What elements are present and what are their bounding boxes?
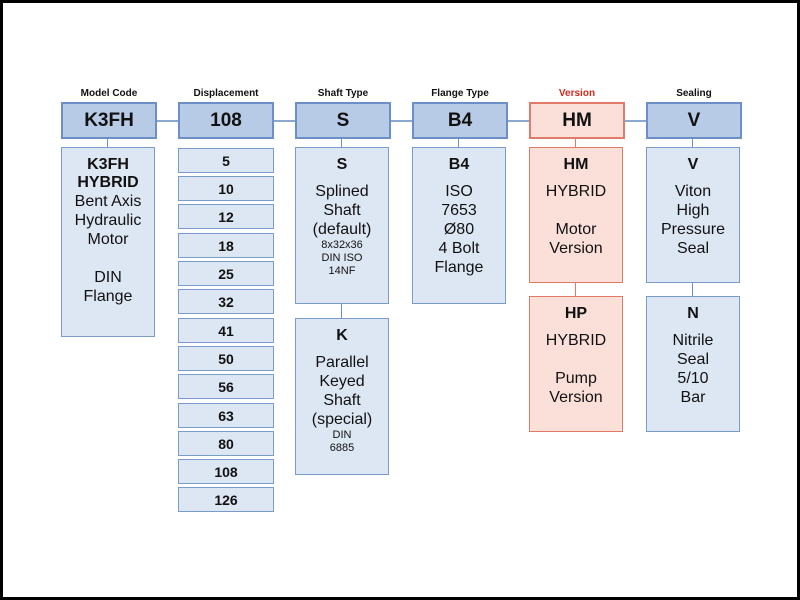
desc-box-splined-shaft: S Splined Shaft (default) 8x32x36 DIN IS… [295,147,389,304]
desc-box-keyed-shaft: K Parallel Keyed Shaft (special) DIN 688… [295,318,389,475]
desc-code: N [687,305,699,322]
column-label-displacement: Displacement [193,88,259,99]
desc-text: HYBRID Pump Version [545,332,607,406]
desc-text: Bent Axis Hydraulic Motor DIN Flange [74,193,142,305]
displacement-item: 80 [178,431,274,456]
displacement-item: 108 [178,459,274,484]
desc-box-motor-version: HM HYBRID Motor Version [529,147,623,283]
connector-vertical [341,137,342,147]
desc-code: V [687,156,699,173]
displacement-item: 25 [178,261,274,286]
connector-vertical [575,283,576,296]
displacement-item: 32 [178,289,274,314]
code-box-displacement: 108 [178,102,274,139]
code-box-flange-type: B4 [412,102,508,139]
desc-text: Viton High Pressure Seal [660,183,726,257]
displacement-item: 12 [178,204,274,229]
desc-code: K3FH [87,156,129,173]
desc-text: Nitrile Seal 5/10 Bar [672,332,714,406]
code-box-sealing: V [646,102,742,139]
displacement-item: 41 [178,318,274,343]
desc-box-viton-seal: V Viton High Pressure Seal [646,147,740,283]
column-label-model-code: Model Code [80,88,138,99]
desc-box-k3fh: K3FH HYBRID Bent Axis Hydraulic Motor DI… [61,147,155,337]
desc-code: K [336,327,348,344]
code-connector-line [150,120,650,122]
connector-vertical [692,137,693,147]
connector-vertical [107,137,108,147]
desc-code: B4 [448,156,470,173]
desc-text: HYBRID Motor Version [545,183,607,257]
desc-small-text: 8x32x36 DIN ISO 14NF [321,239,363,277]
code-box-shaft-type: S [295,102,391,139]
connector-vertical [458,137,459,147]
desc-code: S [336,156,348,173]
displacement-item: 18 [178,233,274,258]
displacement-item: 10 [178,176,274,201]
column-label-shaft-type: Shaft Type [317,88,369,99]
desc-box-nitrile-seal: N Nitrile Seal 5/10 Bar [646,296,740,432]
displacement-item: 50 [178,346,274,371]
desc-text: ISO 7653 Ø80 4 Bolt Flange [434,183,484,276]
displacement-item: 5 [178,148,274,173]
code-box-model-code: K3FH [61,102,157,139]
desc-code: HP [564,305,588,322]
desc-text: Splined Shaft (default) [312,183,372,238]
displacement-item: 126 [178,487,274,512]
connector-vertical [575,137,576,147]
connector-vertical [692,283,693,296]
column-label-sealing: Sealing [676,88,712,99]
desc-small-text: DIN 6885 [329,429,355,454]
desc-bold-line: HYBRID [77,174,139,191]
desc-code: HM [563,156,589,173]
connector-vertical [341,304,342,318]
desc-box-b4-flange: B4 ISO 7653 Ø80 4 Bolt Flange [412,147,506,304]
column-label-flange-type: Flange Type [431,88,489,99]
desc-box-pump-version: HP HYBRID Pump Version [529,296,623,432]
displacement-item: 63 [178,403,274,428]
desc-text: Parallel Keyed Shaft (special) [311,354,373,428]
code-box-version: HM [529,102,625,139]
column-label-version: Version [558,88,596,99]
displacement-item: 56 [178,374,274,399]
